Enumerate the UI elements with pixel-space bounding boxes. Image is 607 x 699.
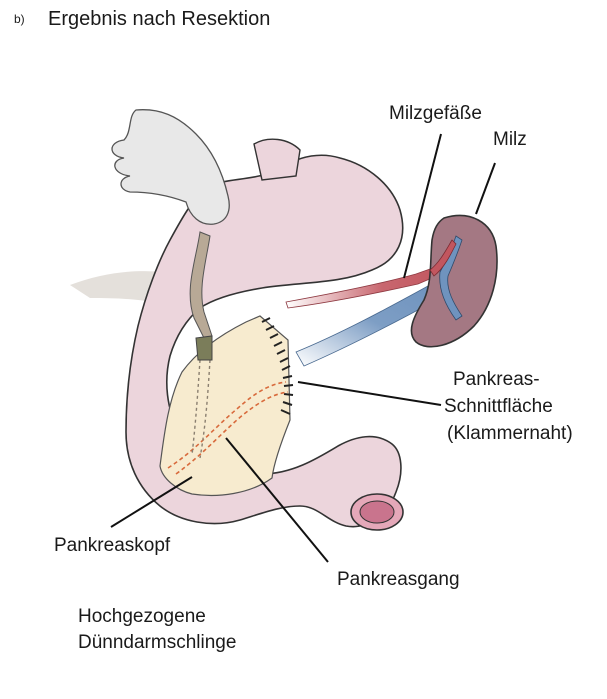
label-pankreaskopf: Pankreaskopf — [54, 535, 171, 556]
label-milz: Milz — [493, 129, 527, 150]
pancreas-head — [159, 315, 291, 497]
label-duenndarm-line2: Dünndarmschlinge — [78, 632, 237, 653]
stomach-fundus — [253, 138, 301, 181]
label-duenndarm-line1: Hochgezogene — [78, 606, 206, 627]
figure-title: Ergebnis nach Resektion — [48, 8, 271, 30]
label-milzgefaesse: Milzgefäße — [389, 103, 482, 124]
staple-line — [261, 317, 294, 415]
pancreatic-duct — [167, 381, 287, 469]
leader-lines — [110, 133, 496, 563]
label-schnitt-line2: Schnittfläche — [444, 396, 553, 417]
label-pankreasgang: Pankreasgang — [337, 569, 460, 590]
label-schnitt-line1: Pankreas- — [453, 369, 540, 390]
hand-retractor — [111, 109, 230, 225]
label-schnitt-line3: (Klammernaht) — [447, 423, 573, 444]
stomach-and-jejunal-limb — [125, 154, 404, 528]
spleen — [410, 214, 498, 348]
panel-letter: b) — [14, 12, 25, 26]
